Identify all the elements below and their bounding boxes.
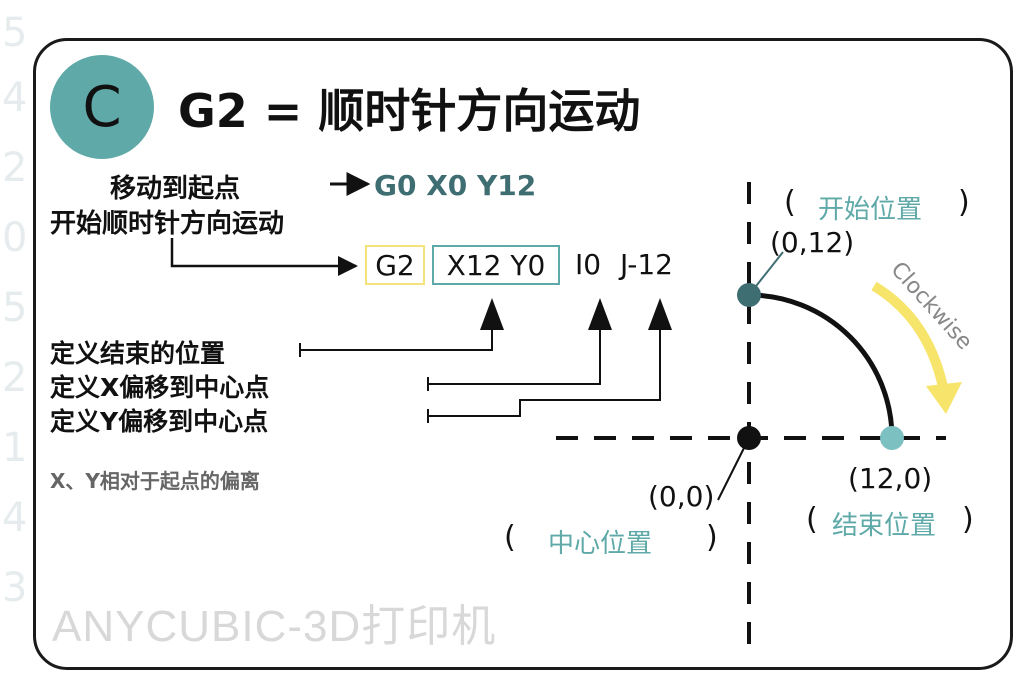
- section-badge: C: [50, 55, 154, 159]
- clockwise-arc: [748, 292, 895, 439]
- arrowhead-i: [588, 298, 612, 330]
- end-position-label: 结束位置: [832, 511, 937, 541]
- start-point: [737, 283, 761, 307]
- g2-box: G2: [365, 245, 425, 285]
- background-digits: 5 4 2 0 5 2 1 4 3: [0, 0, 40, 698]
- line-end-position: [300, 306, 493, 351]
- paren-close: ): [706, 520, 718, 555]
- arrowhead-j: [648, 298, 672, 330]
- bg-digit: 5: [2, 10, 28, 56]
- def-x-offset: 定义X偏移到中心点: [50, 373, 270, 402]
- paren-close: ): [962, 502, 974, 537]
- g0-command: G0 X0 Y12: [374, 169, 537, 202]
- paren-open: (: [504, 520, 516, 555]
- end-point: [880, 426, 904, 450]
- paren-open: (: [806, 502, 818, 537]
- bg-digit: 4: [2, 75, 28, 121]
- bg-digit: 1: [2, 425, 28, 471]
- j-value: J-12: [620, 248, 673, 281]
- paren-open: (: [784, 185, 796, 220]
- def-end-position: 定义结束的位置: [50, 339, 226, 368]
- start-position-label: 开始位置: [818, 195, 923, 225]
- line-y-offset: [428, 306, 661, 417]
- arrow-to-g2: [170, 238, 358, 276]
- diagram-card: [33, 38, 1013, 670]
- offset-note: X、Y相对于起点的偏离: [50, 469, 260, 493]
- g2-box-text: G2: [375, 248, 415, 282]
- center-point: [737, 426, 761, 450]
- bg-digit: 3: [2, 565, 28, 611]
- center-position-label: 中心位置: [548, 529, 653, 559]
- bg-digit: 5: [2, 285, 28, 331]
- line-x-offset: [428, 306, 601, 385]
- bg-digit: 4: [2, 495, 28, 541]
- clockwise-arrow: [871, 281, 949, 393]
- clockwise-arrowhead: [926, 382, 962, 414]
- step-move-to-start: 移动到起点: [110, 174, 241, 204]
- i-value: I0: [575, 248, 602, 281]
- bg-digit: 2: [2, 145, 28, 191]
- start-coord: (0,12): [770, 226, 855, 259]
- page-title: G2 = 顺时针方向运动: [178, 84, 641, 138]
- def-y-offset: 定义Y偏移到中心点: [50, 407, 269, 436]
- bg-digit: 0: [2, 215, 28, 261]
- watermark: ANYCUBIC-3D打印机: [52, 602, 497, 651]
- bg-digit: 2: [2, 355, 28, 401]
- badge-letter: C: [82, 74, 122, 140]
- end-coord: (12,0): [848, 462, 933, 495]
- arrowhead-xy: [480, 298, 504, 330]
- paren-close: ): [958, 185, 970, 220]
- center-coord: (0,0): [648, 480, 715, 513]
- step-start-clockwise: 开始顺时针方向运动: [50, 209, 285, 239]
- xy-box: X12 Y0: [432, 245, 560, 285]
- xy-box-text: X12 Y0: [446, 248, 546, 282]
